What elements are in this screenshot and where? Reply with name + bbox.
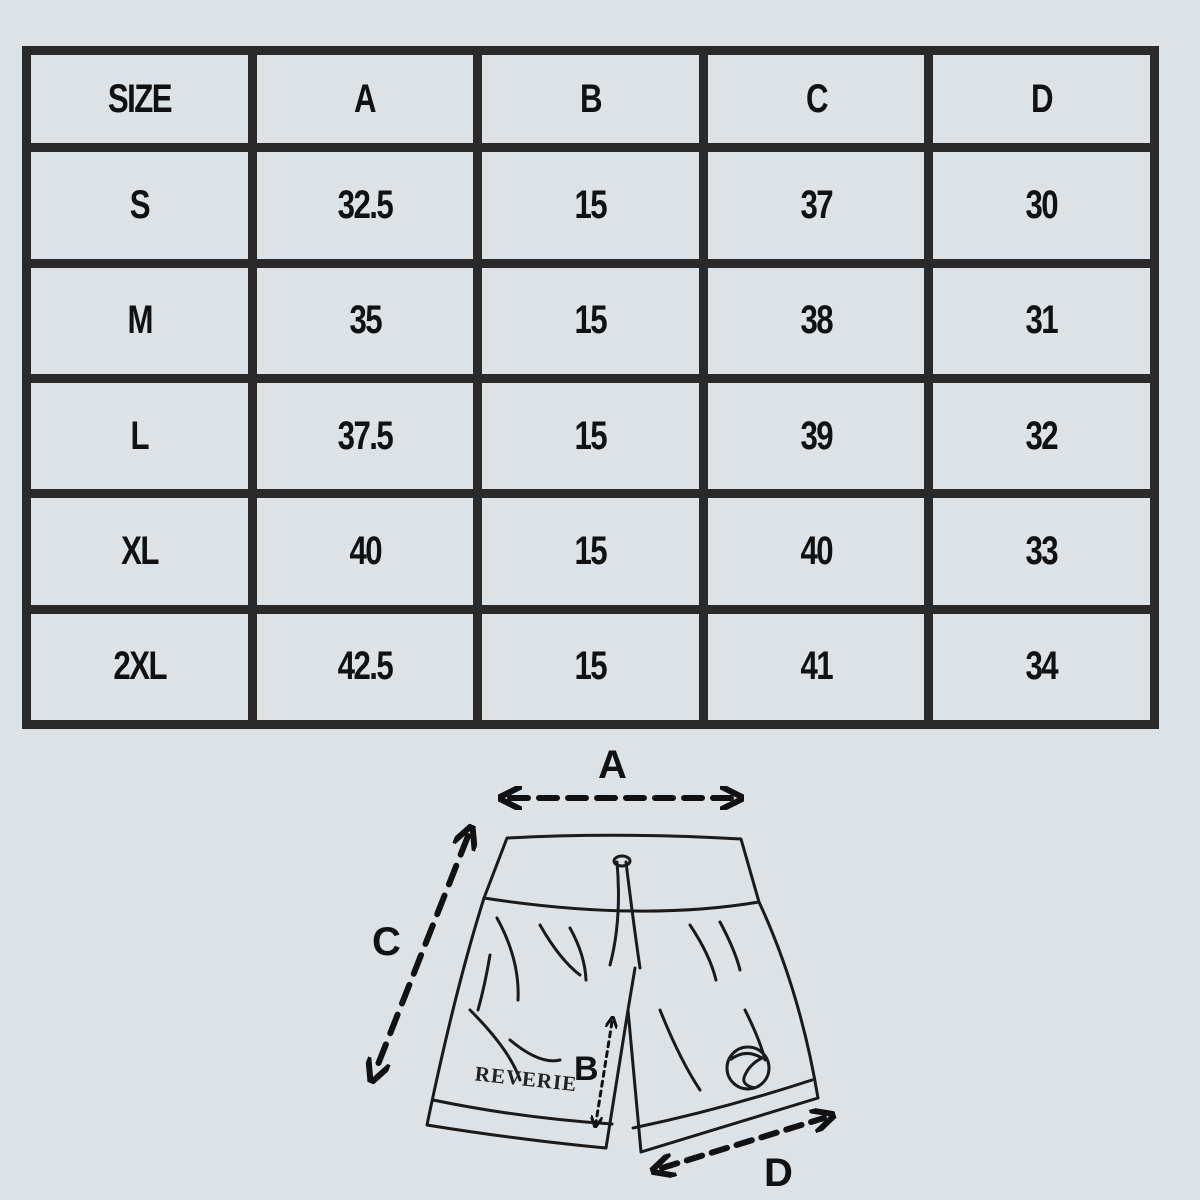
cell-c: 41 (698, 604, 934, 730)
cell-c: 37 (698, 143, 934, 268)
cell-text: 41 (800, 644, 833, 689)
header-a: A (247, 45, 483, 153)
cell-a: 42.5 (247, 604, 483, 730)
cell-b: 15 (473, 143, 708, 268)
cell-a: 37.5 (247, 373, 483, 499)
shorts-icon (425, 833, 820, 1154)
cell-text: 34 (1025, 644, 1059, 689)
cell-b: 15 (473, 373, 708, 499)
cell-text: 2XL (113, 644, 167, 689)
cell-d: 31 (924, 258, 1159, 383)
cell-text: 37.5 (337, 413, 394, 458)
arrow-d (662, 1118, 824, 1168)
cell-text: 42.5 (337, 644, 394, 689)
cell-d: 33 (924, 489, 1159, 614)
table-row: M 35 15 38 31 (22, 258, 1159, 383)
header-size: SIZE (22, 45, 257, 153)
cell-a: 32.5 (247, 143, 483, 268)
cell-d: 30 (924, 143, 1159, 268)
cell-text: 40 (800, 528, 833, 573)
cell-c: 38 (698, 258, 934, 383)
cell-c: 39 (698, 373, 934, 499)
cell-text: 32 (1025, 413, 1059, 458)
cell-c: 40 (698, 489, 934, 614)
table-row: S 32.5 15 37 30 (22, 143, 1159, 268)
cell-text: L (130, 413, 150, 458)
cell-text: M (127, 298, 153, 343)
cell-size: M (22, 258, 257, 383)
cell-text: 40 (349, 528, 382, 573)
cell-b: 15 (473, 604, 708, 730)
header-size-label: SIZE (107, 76, 173, 121)
cell-text: 37 (800, 182, 833, 227)
cell-a: 35 (247, 258, 483, 383)
table-row: XL 40 15 40 33 (22, 489, 1159, 614)
header-b: B (473, 45, 708, 153)
cell-text: 39 (800, 413, 833, 458)
cell-size: S (22, 143, 257, 268)
label-b: B (574, 1050, 599, 1088)
cell-text: 33 (1025, 528, 1059, 573)
header-d: D (924, 45, 1159, 153)
cell-text: 32.5 (337, 182, 394, 227)
header-c-label: C (805, 76, 829, 121)
cell-a: 40 (247, 489, 483, 614)
cell-text: 38 (800, 298, 833, 343)
cell-size: 2XL (22, 604, 257, 730)
arrow-c (375, 836, 468, 1072)
cell-text: 15 (574, 528, 608, 573)
size-chart-table: SIZE A B C D S 32.5 15 37 30 M 35 15 38 … (22, 45, 1159, 730)
cell-text: S (129, 182, 151, 227)
cell-text: 30 (1025, 182, 1059, 227)
cell-b: 15 (473, 258, 708, 383)
cell-text: 15 (574, 182, 608, 227)
shorts-measurement-diagram: REVERIE A C B D (0, 743, 1200, 1195)
brand-label: REVERIE (474, 1062, 579, 1097)
cell-b: 15 (473, 489, 708, 614)
arrow-b (596, 1022, 612, 1122)
header-d-label: D (1031, 76, 1054, 121)
wave-circle-icon (725, 1045, 771, 1091)
cell-d: 34 (924, 604, 1159, 730)
label-c: C (372, 920, 401, 964)
table-row: 2XL 42.5 15 41 34 (22, 604, 1159, 730)
cell-text: 15 (574, 644, 608, 689)
cell-text: 15 (574, 298, 608, 343)
cell-size: L (22, 373, 257, 499)
cell-text: 35 (349, 298, 382, 343)
header-a-label: A (354, 76, 377, 121)
header-b-label: B (579, 76, 603, 121)
table-header-row: SIZE A B C D (22, 45, 1159, 153)
label-a: A (598, 743, 627, 787)
header-c: C (698, 45, 934, 153)
label-d: D (764, 1151, 793, 1195)
cell-size: XL (22, 489, 257, 614)
cell-text: XL (120, 528, 159, 573)
cell-text: 15 (574, 413, 608, 458)
cell-text: 31 (1025, 298, 1059, 343)
cell-d: 32 (924, 373, 1159, 499)
table-row: L 37.5 15 39 32 (22, 373, 1159, 499)
